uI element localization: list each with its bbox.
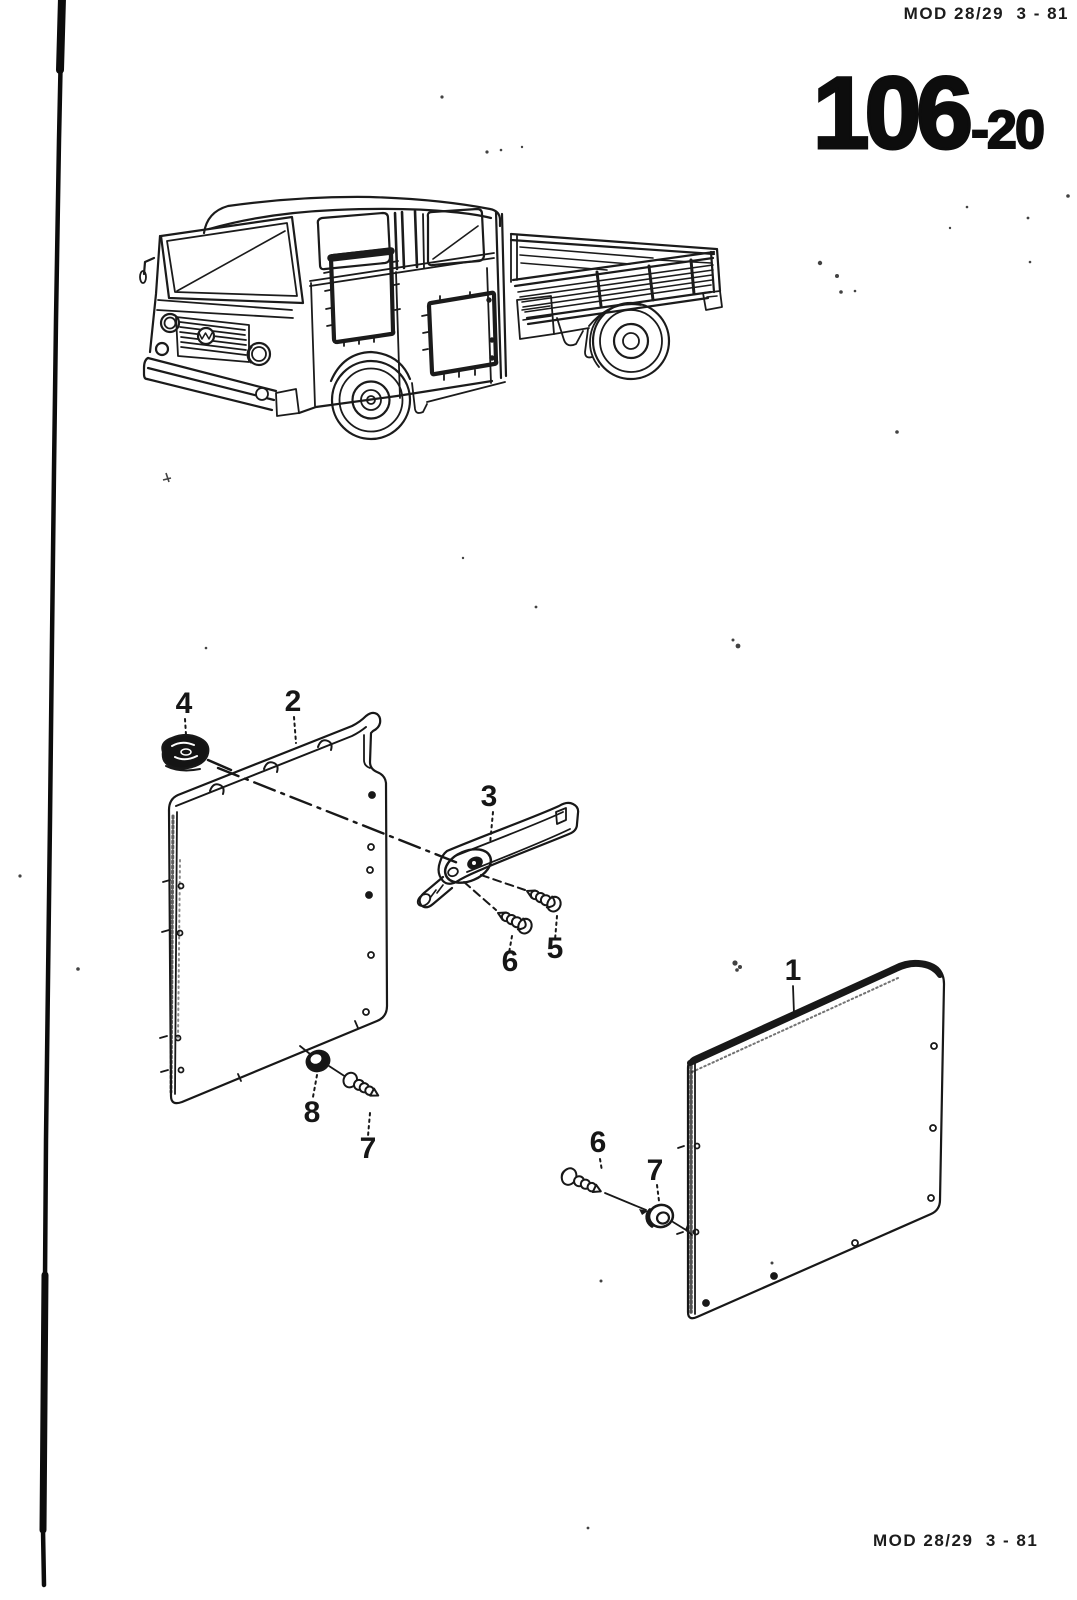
part-7-grommet-lower	[645, 1203, 693, 1236]
lead-arrowhead	[639, 1209, 648, 1215]
callout-5: 5	[547, 932, 564, 965]
bracket-screw-lead-b	[463, 881, 497, 911]
callout-1-leader	[792, 985, 795, 1015]
scan-noise	[18, 95, 1070, 1530]
left-headlight	[159, 312, 181, 334]
callout-1: 1	[785, 954, 802, 987]
part-2-front-door-trim-panel	[159, 711, 389, 1105]
callout-leaders	[184, 716, 660, 1202]
callout-2: 2	[285, 685, 302, 718]
callout-6-lower: 6	[590, 1126, 607, 1159]
section-number-main: 106	[811, 56, 974, 170]
part-8-grommet	[299, 1045, 331, 1073]
bed-slats	[517, 246, 714, 313]
truck-illustration	[139, 195, 723, 441]
part-5-screw	[526, 889, 562, 913]
page-section-number: 106 -20	[811, 56, 1046, 170]
truck-front-face	[142, 312, 300, 417]
callout-4: 4	[176, 687, 193, 720]
bracket-screw-lead-a	[480, 874, 526, 891]
callout-8: 8	[304, 1096, 321, 1129]
exploded-diagram	[159, 711, 946, 1320]
callout-6-upper: 6	[502, 945, 519, 978]
callout-7-lower: 7	[647, 1154, 664, 1187]
panel-2-holes	[174, 791, 376, 1074]
section-number-suffix: -20	[970, 100, 1046, 160]
footer-doc-code: MOD 28/29 3 - 81	[873, 1531, 1039, 1550]
front-bumper	[142, 356, 300, 417]
assembly-axis-line	[216, 766, 460, 865]
truck-underbody	[516, 295, 590, 347]
vw-emblem	[196, 326, 216, 346]
part-4-clip	[161, 733, 233, 772]
part-6-screw-upper	[497, 911, 533, 935]
header-doc-code: MOD 28/29 3 - 81	[903, 4, 1069, 23]
callout-3: 3	[481, 780, 498, 813]
callout-labels: 4 2 3 6 5 1 8 7 6 7	[176, 685, 802, 1187]
truck-rear-wheel	[584, 301, 671, 381]
callout-7-upper: 7	[360, 1132, 377, 1165]
screw-to-grommet-lead	[604, 1192, 647, 1211]
truck-front-wheel	[329, 350, 506, 441]
highlight-rear-door-trim-panel	[421, 290, 499, 381]
part-7-screw-lower	[342, 1071, 380, 1097]
part-3-door-pull-bracket	[416, 801, 580, 909]
binding-edge-line	[39, 0, 66, 1588]
part-6-screw-lower	[560, 1167, 602, 1194]
part-1-lower-door-trim-panel	[676, 959, 946, 1320]
panel-1-holes	[692, 1042, 938, 1307]
highlight-front-door-trim-panel	[323, 247, 401, 347]
left-signal-lamp	[154, 341, 170, 357]
truck-cab	[139, 195, 508, 415]
truck-flatbed	[509, 232, 723, 326]
